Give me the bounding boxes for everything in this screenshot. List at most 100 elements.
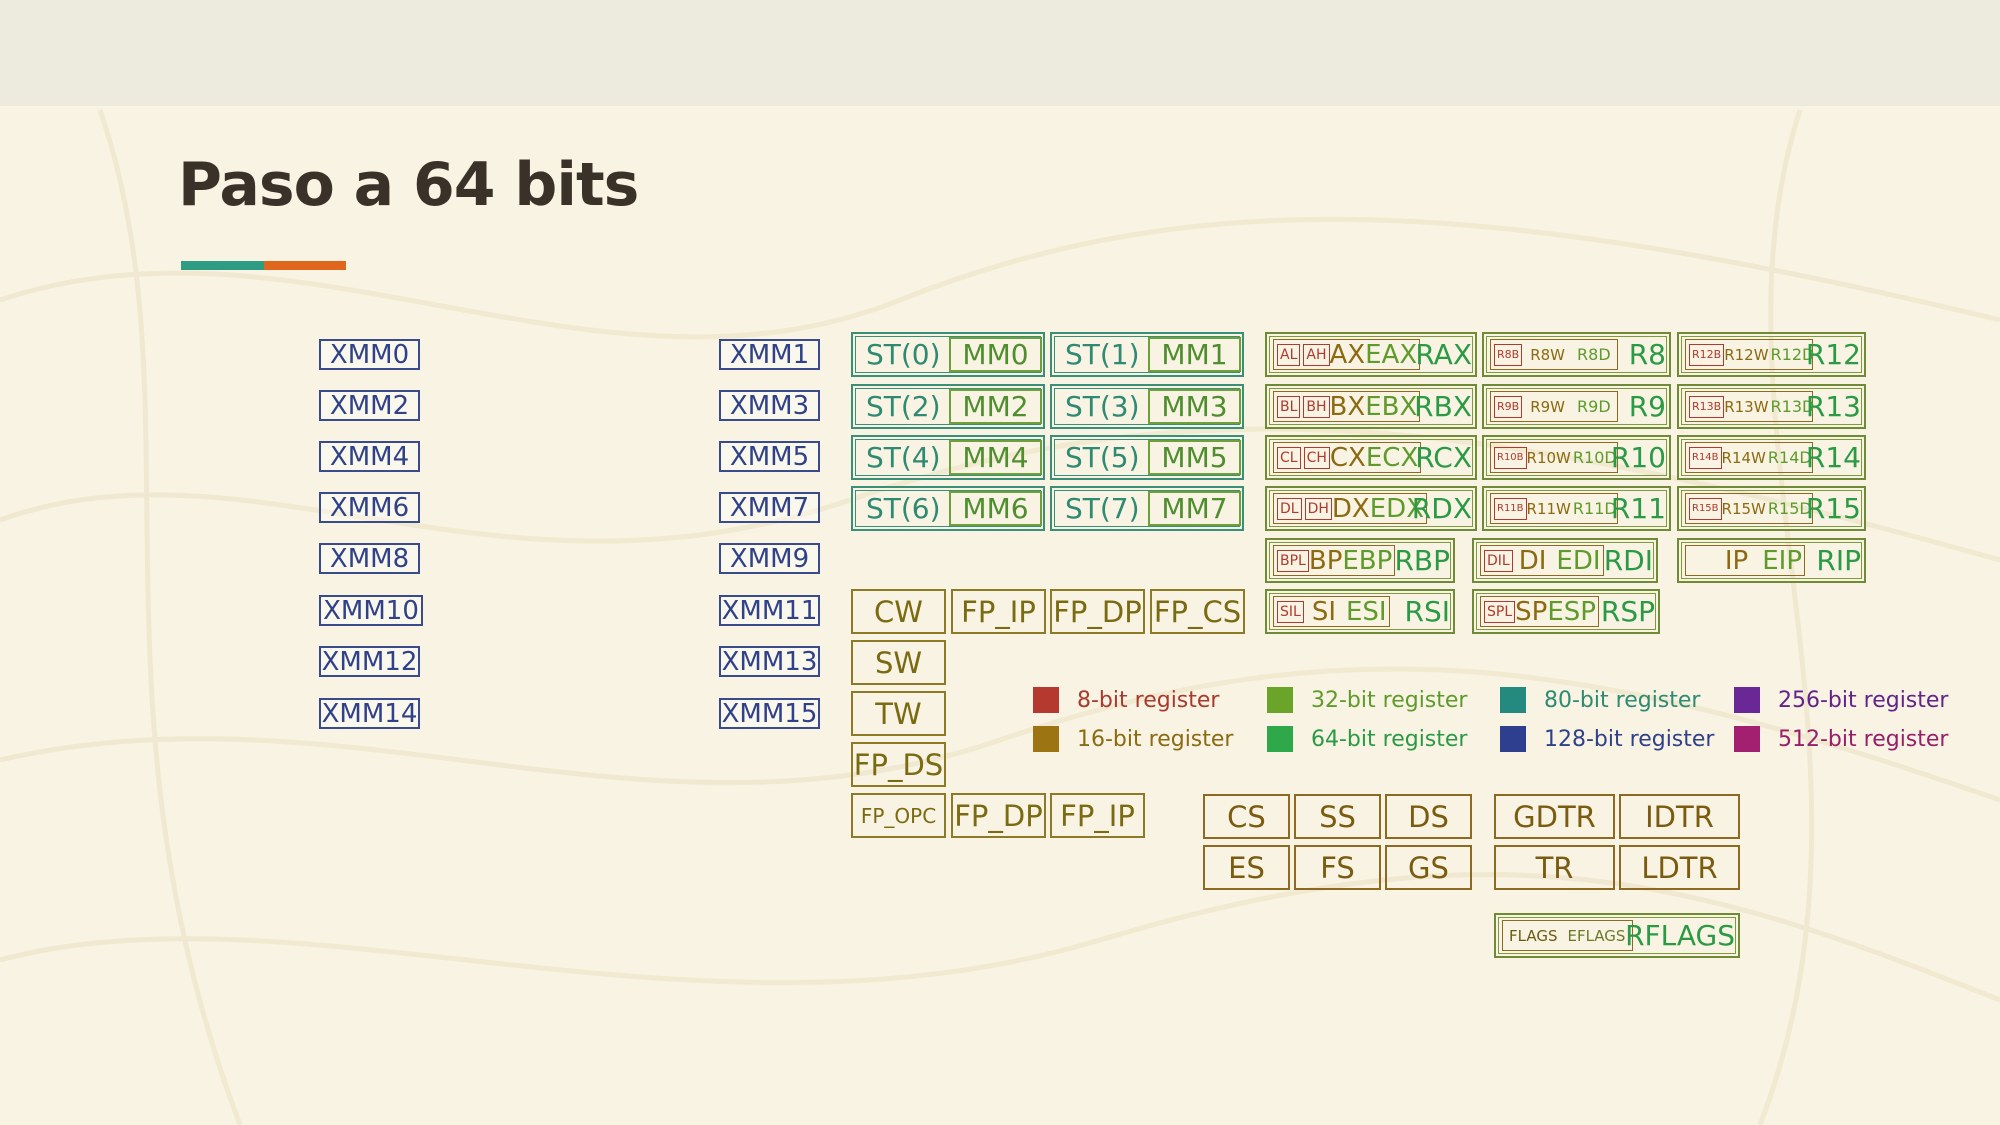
gp-64bit: R15	[1805, 492, 1861, 525]
st-label: ST(3)	[1065, 390, 1140, 423]
segment-register: GS	[1385, 845, 1472, 890]
gp-8bit-high: CH	[1303, 446, 1330, 469]
xmm-register: XMM5	[719, 441, 820, 472]
fpu-cs-register: FP_CS	[1150, 589, 1245, 634]
gp-32bit: R12D	[1770, 345, 1815, 364]
st-register: ST(2) MM2	[851, 384, 1045, 429]
xmm-register: XMM15	[719, 698, 820, 729]
gp-64bit: R9	[1628, 390, 1666, 423]
gp-64bit: RSI	[1404, 595, 1451, 628]
gp-8bit-low: DL	[1277, 497, 1302, 520]
mm-register: MM0	[949, 337, 1042, 372]
gp-16bit: R12W	[1724, 345, 1769, 364]
legend-swatch	[1267, 687, 1293, 713]
segment-register: FS	[1294, 845, 1381, 890]
gp-register-r12: R12B R12W R12D R12	[1677, 332, 1866, 377]
eflags-32bit: EFLAGS	[1567, 926, 1626, 945]
gp-16bit: R9W	[1530, 397, 1566, 416]
gp-64bit: R13	[1805, 390, 1861, 423]
legend-swatch	[1500, 726, 1526, 752]
st-register: ST(5) MM5	[1050, 435, 1244, 480]
gp-8bit-low: BL	[1277, 395, 1301, 418]
st-register: ST(3) MM3	[1050, 384, 1244, 429]
xmm-register: XMM1	[719, 339, 820, 370]
legend-swatch	[1033, 687, 1059, 713]
fpu-dp-register: FP_DP	[951, 793, 1046, 838]
gp-64bit: R12	[1805, 338, 1861, 371]
gp-32-block: R11B R11W R11D	[1490, 493, 1618, 524]
gp-register-rip: IP EIP RIP	[1677, 538, 1866, 583]
gp-32-block: R15B R15W R15D	[1685, 493, 1813, 524]
gp-64bit: RDX	[1411, 492, 1472, 525]
gp-16bit: SP	[1515, 596, 1548, 627]
flags-16bit: FLAGS	[1509, 926, 1558, 945]
gp-64bit: RSP	[1600, 595, 1655, 628]
st-label: ST(7)	[1065, 492, 1140, 525]
legend-item: 32-bit register	[1267, 687, 1467, 713]
gp-32-block: AL AH AX EAX	[1273, 339, 1421, 370]
system-register-ldtr: LDTR	[1619, 845, 1740, 890]
gp-32bit: EBX	[1365, 391, 1418, 422]
gp-32-block: SPL SP ESP	[1480, 596, 1599, 627]
gp-32bit: EBP	[1342, 545, 1393, 576]
segment-register: ES	[1203, 845, 1290, 890]
gp-8bit: R9B	[1494, 395, 1523, 418]
gp-64bit: RAX	[1415, 338, 1472, 371]
legend-label: 128-bit register	[1544, 726, 1715, 752]
legend-swatch	[1267, 726, 1293, 752]
gp-32bit: R14D	[1767, 448, 1812, 467]
gp-32-block: R10B R10W R10D	[1490, 442, 1618, 473]
st-label: ST(1)	[1065, 338, 1140, 371]
legend-label: 256-bit register	[1778, 687, 1949, 713]
gp-32-block: IP EIP	[1685, 545, 1805, 576]
fpu-opc-register: FP_OPC	[851, 793, 946, 838]
gp-16bit: R8W	[1530, 345, 1566, 364]
gp-64bit: RBP	[1394, 544, 1450, 577]
gp-16bit: DX	[1331, 493, 1370, 524]
gp-64bit: R14	[1805, 441, 1861, 474]
gp-register-rdx: DL DH DX EDX RDX	[1265, 486, 1477, 531]
gp-8bit-high: DH	[1304, 497, 1332, 520]
gp-8bit: R11B	[1494, 497, 1527, 520]
legend-item: 64-bit register	[1267, 726, 1467, 752]
legend-item: 512-bit register	[1734, 726, 1948, 752]
st-register: ST(6) MM6	[851, 486, 1045, 531]
xmm-register: XMM0	[319, 339, 420, 370]
gp-register-rsi: SIL SI ESI RSI	[1265, 589, 1455, 634]
flags-register: FLAGS EFLAGS RFLAGS	[1494, 913, 1740, 958]
st-register: ST(0) MM0	[851, 332, 1045, 377]
st-label: ST(5)	[1065, 441, 1140, 474]
top-band	[0, 0, 2000, 106]
st-label: ST(0)	[866, 338, 941, 371]
legend-swatch	[1500, 687, 1526, 713]
eflags-block: FLAGS EFLAGS	[1502, 920, 1633, 951]
gp-register-r8: R8B R8W R8D R8	[1482, 332, 1671, 377]
st-label: ST(6)	[866, 492, 941, 525]
gp-16bit: DI	[1518, 545, 1547, 576]
legend-item: 80-bit register	[1500, 687, 1700, 713]
mm-register: MM6	[949, 491, 1042, 526]
mm-register: MM2	[949, 389, 1042, 424]
xmm-register: XMM12	[319, 646, 420, 677]
gp-register-r14: R14B R14W R14D R14	[1677, 435, 1866, 480]
gp-8bit: R10B	[1494, 446, 1527, 469]
gp-32-block: DL DH DX EDX	[1273, 493, 1428, 524]
gp-32bit: EDX	[1369, 493, 1425, 524]
fpu-cw-register: CW	[851, 589, 946, 634]
gp-32-block: CL CH CX ECX	[1273, 442, 1422, 473]
gp-32bit: EAX	[1365, 339, 1418, 370]
gp-64bit: R10	[1610, 441, 1666, 474]
legend-label: 80-bit register	[1544, 687, 1701, 713]
system-register-idtr: IDTR	[1619, 794, 1740, 839]
fpu-dp-register: FP_DP	[1050, 589, 1145, 634]
gp-32bit: R9D	[1577, 397, 1611, 416]
title-underline-orange	[264, 261, 346, 270]
st-register: ST(7) MM7	[1050, 486, 1244, 531]
gp-64bit: R8	[1628, 338, 1666, 371]
gp-16bit: R15W	[1721, 499, 1766, 518]
xmm-register: XMM14	[319, 698, 420, 729]
gp-16bit: BP	[1308, 545, 1343, 576]
system-register-tr: TR	[1494, 845, 1615, 890]
fpu-ip-register: FP_IP	[951, 589, 1046, 634]
gp-32-block: SIL SI ESI	[1273, 596, 1390, 627]
